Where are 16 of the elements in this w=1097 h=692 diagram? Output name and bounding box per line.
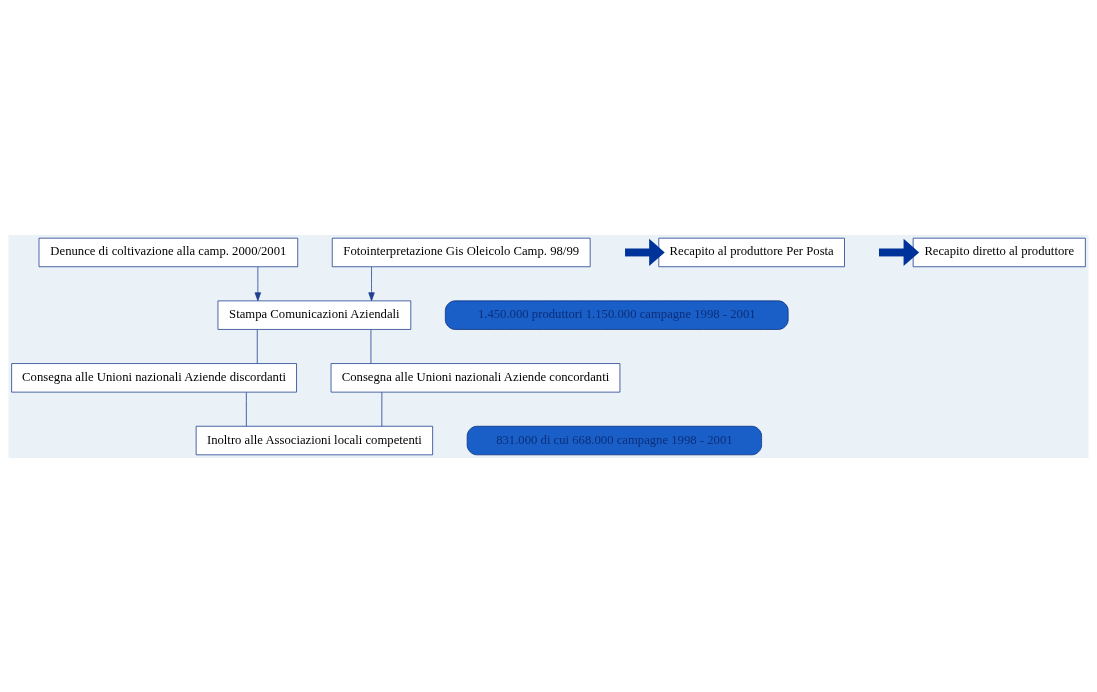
node-box: Recapito diretto al produttore: [912, 237, 1086, 267]
connector: [245, 391, 247, 426]
node-box: Consegna alle Unioni nazionali Aziende concordanti: [330, 362, 621, 393]
connector: [381, 391, 383, 426]
node-box: Fotointerpretazione Gis Oleicolo Camp. 98/99: [331, 237, 591, 267]
connector: [256, 328, 258, 364]
node-box: 1.450.000 produttori 1.150.000 campagne 1998 - 2001: [444, 299, 789, 330]
connector: [370, 328, 372, 364]
node-box: 831.000 di cui 668.000 campagne 1998 - 2001: [466, 425, 762, 455]
node-box: Consegna alle Unioni nazionali Aziende discordanti: [11, 362, 297, 393]
arrow: [254, 266, 261, 301]
arrow: [368, 266, 375, 301]
node-box: Inoltro alle Associazioni locali competenti: [195, 425, 434, 455]
node-box: Recapito al produttore Per Posta: [658, 237, 845, 267]
node-box: Stampa Comunicazioni Aziendali: [217, 299, 412, 330]
node-box: Denunce di coltivazione alla camp. 2000/2001: [38, 237, 299, 267]
